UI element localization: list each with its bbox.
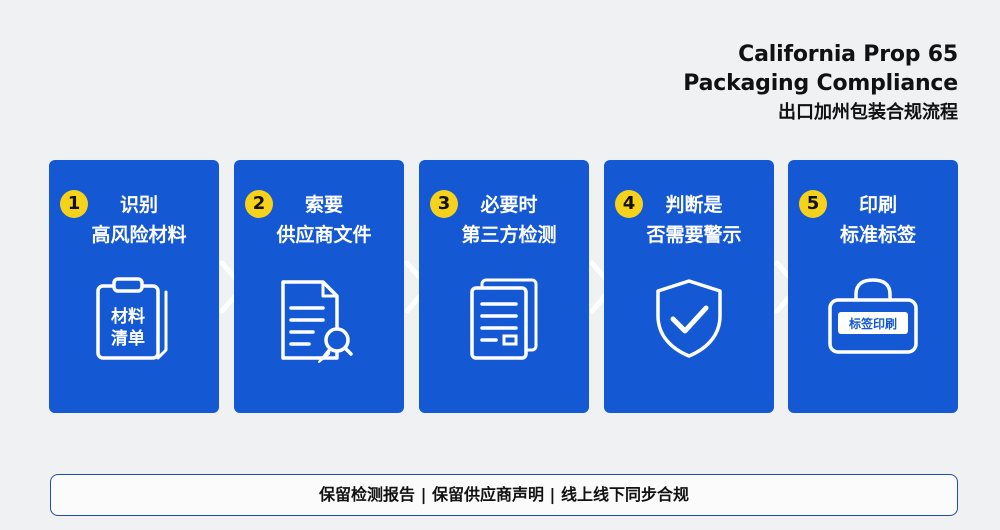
clipboard-text-line1: 材料	[111, 306, 145, 327]
step-number-badge: 4	[615, 190, 643, 218]
step-label-line2: 标准标签	[839, 224, 916, 246]
title-en-line1: California Prop 65	[738, 42, 958, 67]
step-label: 印刷 标准标签	[802, 190, 954, 250]
step-label-line2: 供应商文件	[276, 224, 372, 246]
title-block: California Prop 65 Packaging Compliance …	[683, 40, 958, 126]
title-en-line2: Packaging Compliance	[683, 71, 958, 96]
step-label-line2: 否需要警示	[646, 224, 742, 246]
document-sign-icon	[281, 280, 353, 363]
step-label: 判断是 否需要警示	[618, 190, 770, 250]
step-number-badge: 3	[430, 190, 458, 218]
step-label-line1: 必要时	[480, 194, 538, 216]
label-bag-text: 标签印刷	[848, 316, 897, 331]
step-label: 索要 供应商文件	[248, 190, 400, 250]
title-zh: 出口加州包装合规流程	[778, 102, 958, 123]
step-label-line1: 索要	[304, 194, 343, 216]
step-label-line1: 识别	[119, 194, 158, 216]
step-label-line2: 高风险材料	[91, 224, 187, 246]
step-label-line2: 第三方检测	[461, 224, 557, 246]
test-report-icon	[470, 278, 538, 360]
step-number-badge: 2	[245, 190, 273, 218]
label-bag-icon: 标签印刷	[828, 278, 918, 354]
step-card-5: 5 印刷 标准标签 标签印刷	[788, 160, 958, 413]
shield-check-icon	[656, 279, 722, 358]
step-card-2: 2 索要 供应商文件	[234, 160, 404, 413]
step-number-badge: 1	[60, 190, 88, 218]
footer-note: 保留检测报告 | 保留供应商声明 | 线上线下同步合规	[50, 474, 958, 516]
step-card-4: 4 判断是 否需要警示	[604, 160, 774, 413]
step-card-1: 1 识别 高风险材料 材料 清单	[49, 160, 219, 413]
step-number-badge: 5	[799, 190, 827, 218]
step-label: 必要时 第三方检测	[433, 190, 585, 250]
step-card-3: 3 必要时 第三方检测	[419, 160, 589, 413]
clipboard-text-line2: 清单	[111, 328, 145, 349]
step-label-line1: 判断是	[665, 194, 723, 216]
step-label-line1: 印刷	[858, 194, 897, 216]
step-label: 识别 高风险材料	[63, 190, 215, 250]
clipboard-icon: 材料 清单	[96, 277, 168, 360]
